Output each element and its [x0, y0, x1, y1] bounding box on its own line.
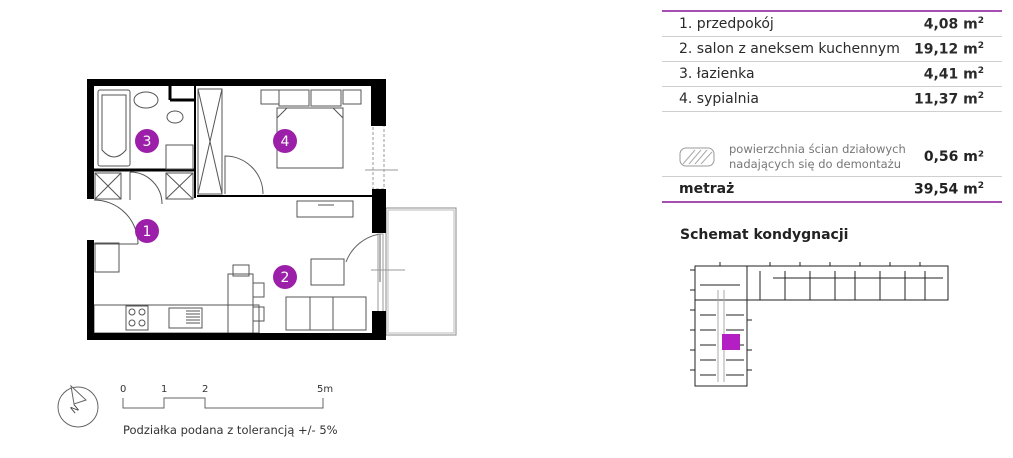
room-label: 1. przedpokój [679, 16, 774, 32]
room-label: 2. salon z aneksem kuchennym [679, 41, 900, 57]
room-area-table: 1. przedpokój 4,08 m2 2. salon z aneksem … [662, 10, 1002, 203]
room-marker-2: 2 [273, 265, 297, 289]
svg-text:5m: 5m [317, 384, 333, 395]
svg-text:3: 3 [143, 134, 152, 150]
apartment-floor-plan [93, 86, 457, 336]
room-marker-1: 1 [135, 219, 159, 243]
room-label: 4. sypialnia [679, 91, 759, 107]
room-area: 19,12 m2 [913, 40, 984, 58]
scale-bar [122, 397, 324, 409]
bottom-rule [662, 201, 1002, 203]
svg-text:N: N [69, 403, 82, 416]
schematic-title: Schemat kondygnacji [680, 227, 849, 243]
svg-text:1: 1 [143, 224, 152, 240]
room-area: 4,08 m2 [923, 15, 984, 33]
hatch-pattern-icon [679, 147, 715, 167]
svg-text:0: 0 [120, 384, 126, 395]
apartment-highlight [722, 334, 740, 350]
scale-note: Podziałka podana z tolerancją +/- 5% [123, 423, 338, 437]
scale-ticks: 0 1 2 5m [120, 384, 333, 395]
room-area: 11,37 m2 [913, 90, 984, 108]
compass-icon: N [57, 384, 99, 428]
room-row: 2. salon z aneksem kuchennym 19,12 m2 [662, 37, 1002, 62]
room-markers: 3 4 1 2 [135, 129, 297, 289]
svg-text:2: 2 [202, 384, 208, 395]
balcony-outline [385, 207, 457, 336]
outer-walls [87, 79, 386, 340]
room-label: 3. łazienka [679, 66, 755, 82]
total-label: metraż [679, 181, 735, 197]
partition-area: 0,56 m² [923, 149, 984, 165]
top-rule [662, 10, 1002, 12]
room-marker-4: 4 [273, 129, 297, 153]
room-marker-3: 3 [135, 129, 159, 153]
svg-text:4: 4 [281, 134, 290, 150]
room-row: 4. sypialnia 11,37 m2 [662, 87, 1002, 112]
svg-text:1: 1 [161, 384, 167, 395]
svg-text:2: 2 [281, 270, 290, 286]
building-schematic [690, 262, 949, 387]
room-row: 1. przedpokój 4,08 m2 [662, 12, 1002, 37]
room-area: 4,41 m2 [923, 65, 984, 83]
room-row: 3. łazienka 4,41 m2 [662, 62, 1002, 87]
total-row: metraż 39,54 m2 [662, 177, 1002, 201]
total-area: 39,54 m2 [913, 180, 984, 198]
